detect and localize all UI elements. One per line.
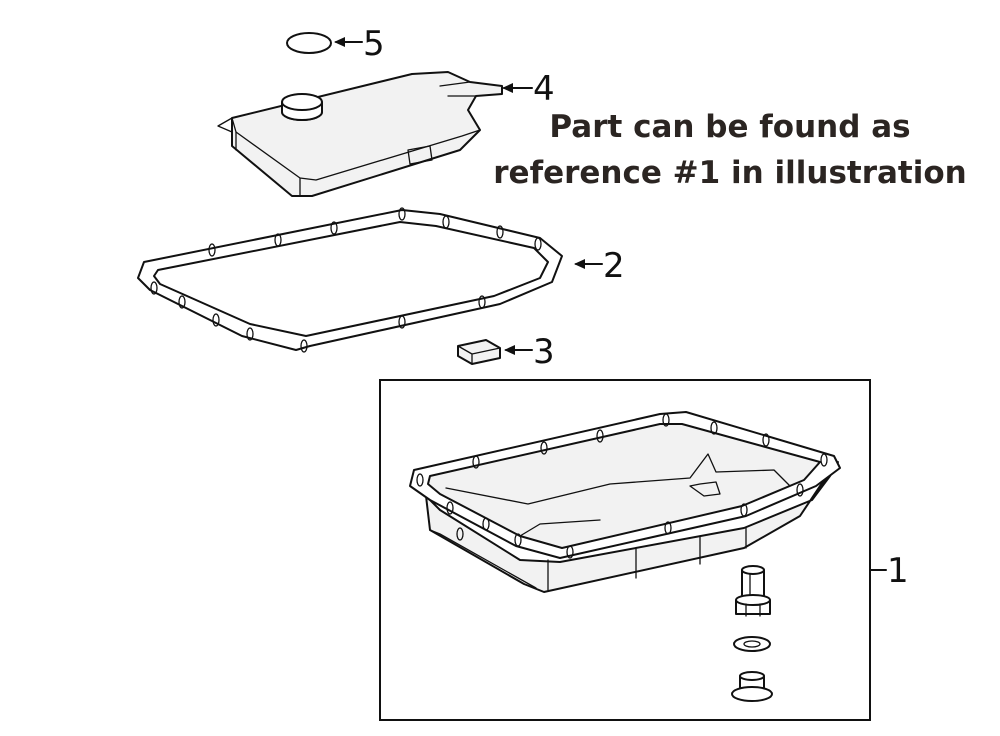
reference-note: Part can be found as reference #1 in ill… <box>470 104 990 196</box>
gasket-bolt-holes <box>150 207 542 353</box>
plug-part <box>731 671 773 702</box>
o-ring-part <box>286 32 332 54</box>
magnet-part <box>457 339 501 365</box>
callout-5-leader <box>334 37 363 47</box>
callout-4-label: 4 <box>533 69 555 109</box>
pan-bolt-holes <box>416 413 828 559</box>
washer-part <box>733 636 771 652</box>
gasket-part <box>137 207 563 353</box>
callout-5-label: 5 <box>363 24 385 64</box>
reference-note-line-1: Part can be found as <box>549 109 911 145</box>
callout-4-leader <box>502 83 533 93</box>
callout-2-label: 2 <box>603 246 625 286</box>
drain-plug-part <box>735 565 771 617</box>
callout-2-leader <box>574 259 603 269</box>
reference-note-line-2: reference #1 in illustration <box>493 155 967 191</box>
callout-3-leader <box>504 345 533 355</box>
filter-part <box>217 71 503 197</box>
callout-3-label: 3 <box>533 332 555 372</box>
oil-pan-part <box>409 411 841 593</box>
part-1-frame <box>379 379 871 721</box>
callout-1-label: 1 <box>887 551 909 591</box>
